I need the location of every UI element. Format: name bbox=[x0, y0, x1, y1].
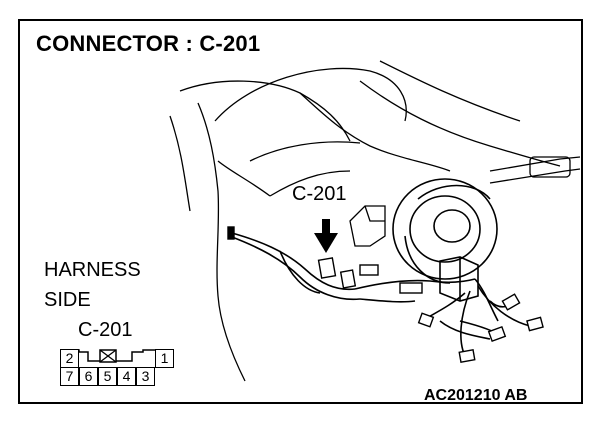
figure-reference: AC201210 AB bbox=[424, 387, 528, 404]
connector-outline bbox=[60, 349, 160, 363]
down-arrow-icon bbox=[314, 219, 338, 253]
diagram-frame: CONNECTOR : C-201 C-201 HARNESS SIDE C-2… bbox=[18, 19, 583, 404]
pin-cell: 1 bbox=[155, 349, 174, 368]
steering-column-illustration bbox=[169, 60, 581, 382]
wire-connectors bbox=[227, 226, 544, 363]
pin-cell: 5 bbox=[98, 367, 117, 386]
harness-label-line1: HARNESS bbox=[44, 259, 141, 281]
clock-spring bbox=[392, 178, 498, 302]
pin-cell: 4 bbox=[117, 367, 136, 386]
pin-cell: 2 bbox=[60, 349, 79, 368]
diagram-title: CONNECTOR : C-201 bbox=[36, 31, 261, 56]
harness-side-label: HARNESS SIDE C-201 bbox=[44, 255, 141, 341]
harness-connector-id: C-201 bbox=[78, 319, 133, 341]
pin-cell: 7 bbox=[60, 367, 79, 386]
pin-cell: 3 bbox=[136, 367, 155, 386]
harness-label-line2: SIDE bbox=[44, 289, 91, 311]
pin-cell: 6 bbox=[79, 367, 98, 386]
connector-callout-label: C-201 bbox=[292, 183, 347, 205]
wire-harness bbox=[231, 232, 531, 357]
